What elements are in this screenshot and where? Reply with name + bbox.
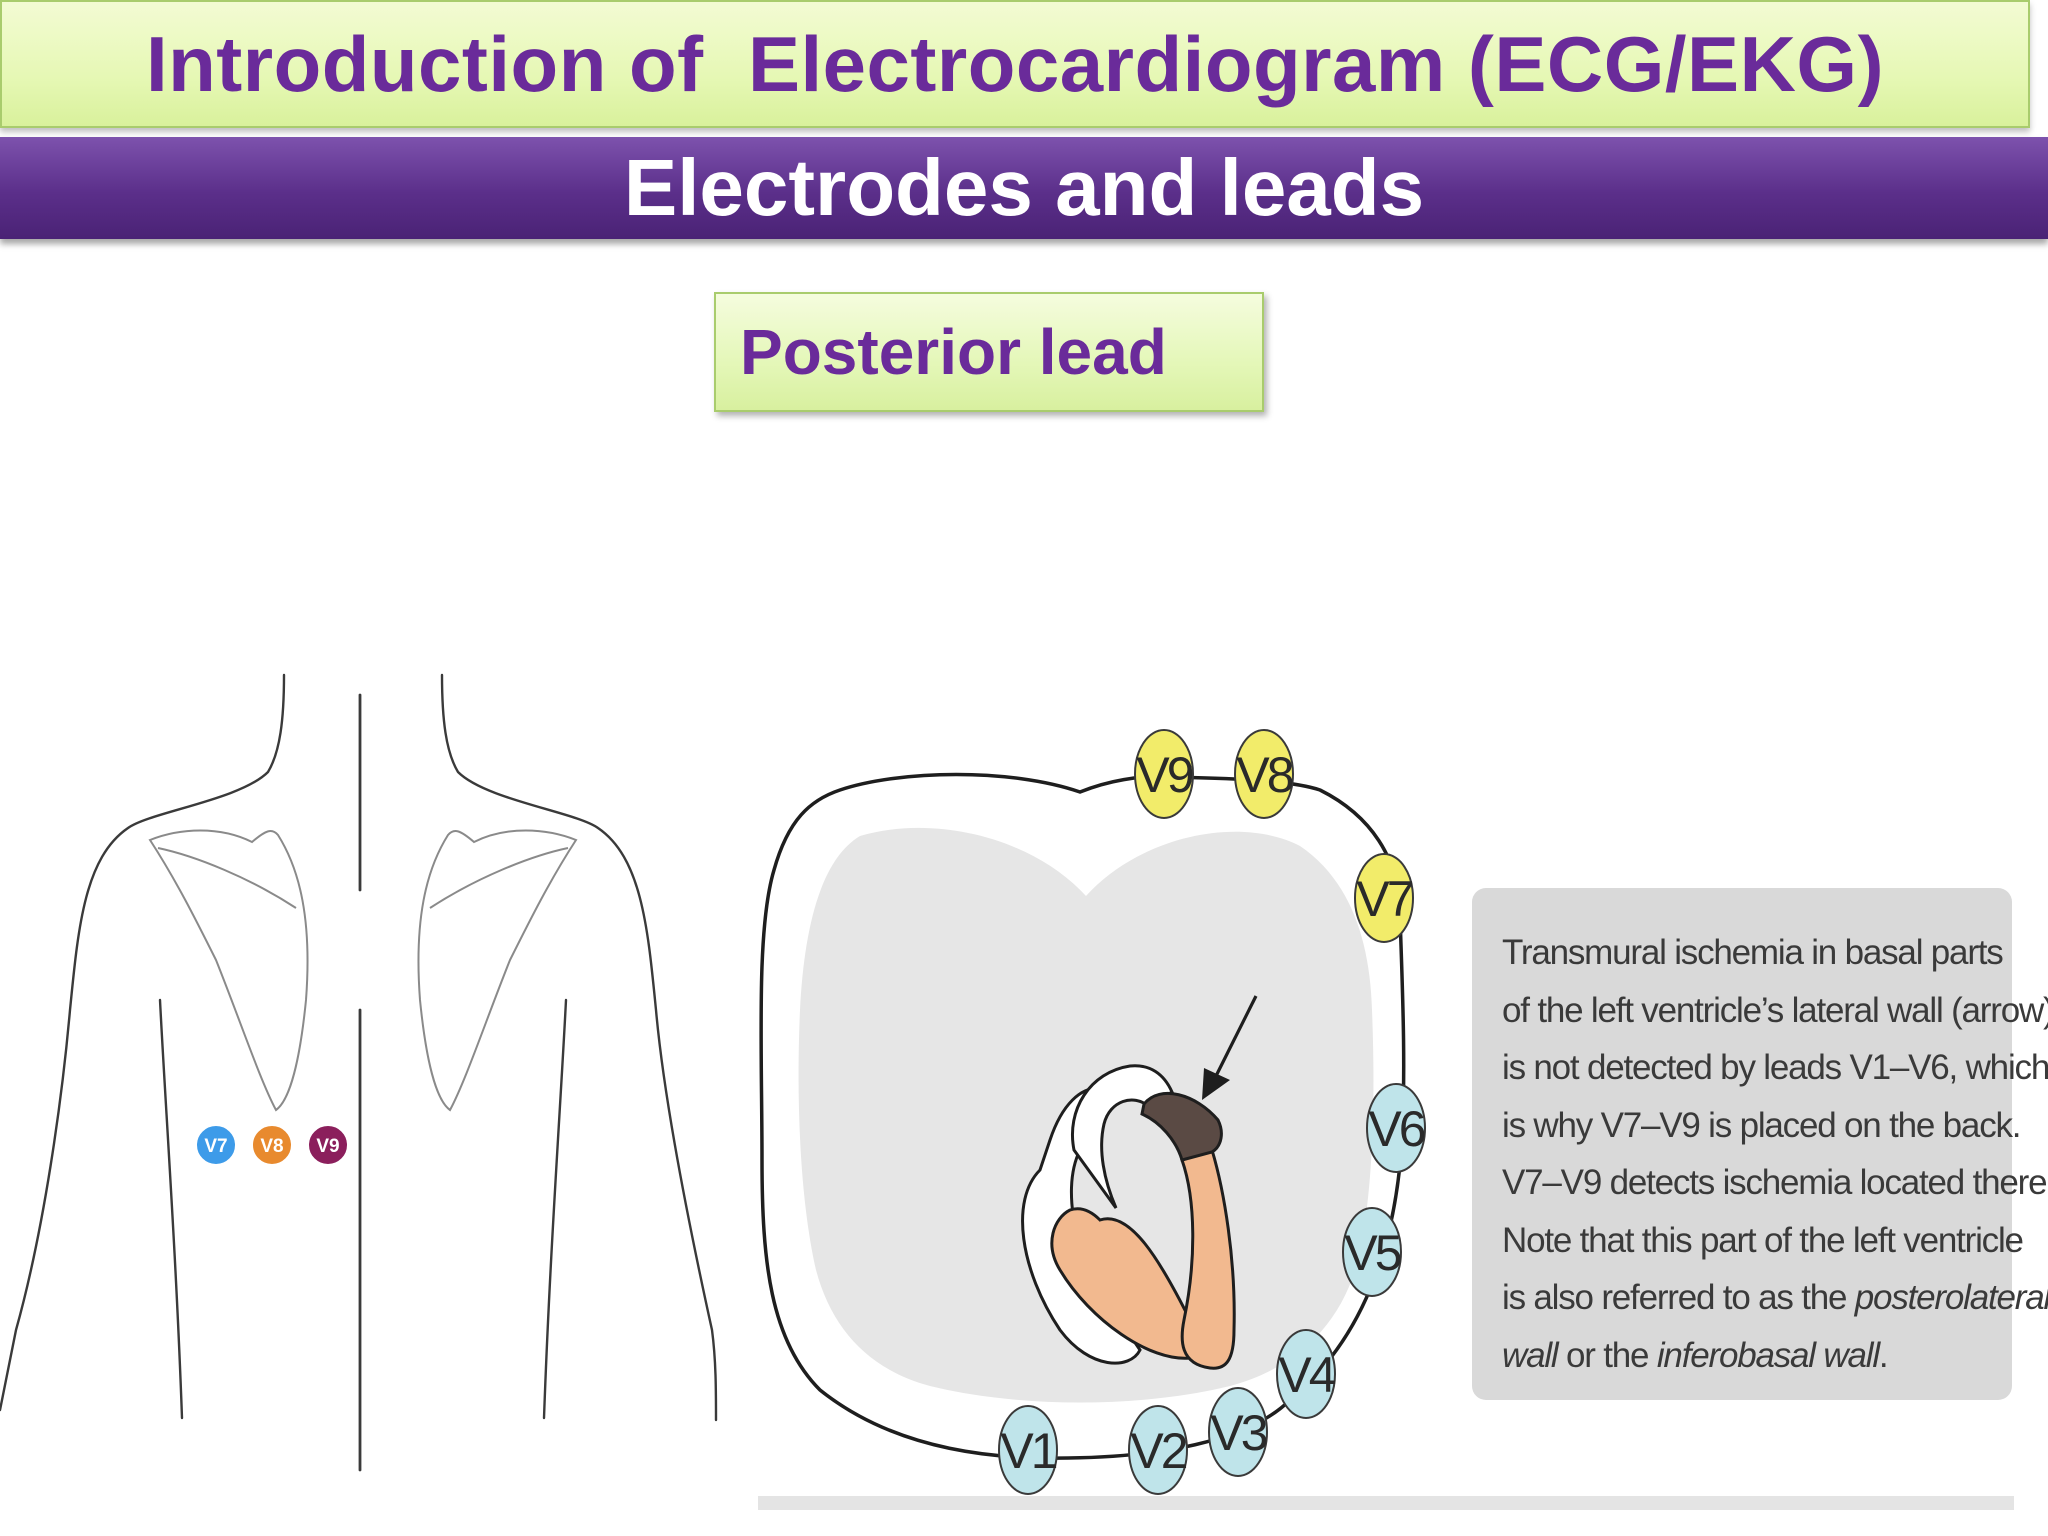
caption-line: wall or the inferobasal wall. [1502, 1327, 2002, 1385]
lead-marker [1342, 1207, 1402, 1297]
section-label: Posterior lead [740, 316, 1167, 388]
caption-fragment: or the [1557, 1335, 1657, 1375]
electrode-label: V7 [204, 1136, 227, 1157]
back-electrode-v9: V9 [307, 1124, 349, 1166]
chest-lead-v3: V3 [1208, 1387, 1270, 1477]
caption-line: of the left ventricle’s lateral wall (ar… [1502, 990, 2048, 1030]
caption-line: Transmural ischemia in basal parts [1502, 933, 2004, 972]
chest-lead-v5: V5 [1342, 1207, 1404, 1297]
chest-lead-v9: V9 [1134, 729, 1196, 819]
electrode-label: V9 [316, 1136, 339, 1157]
bottom-rule [758, 1496, 2014, 1510]
scapula-left [148, 829, 309, 1112]
slide-subtitle: Electrodes and leads [623, 143, 1425, 232]
lead-marker [1134, 729, 1194, 819]
caption-box: Transmural ischemia in basal parts of th… [1472, 888, 2048, 1400]
lead-marker [1276, 1329, 1336, 1419]
caption-line: V7–V9 detects ischemia located there. [1502, 1163, 2048, 1202]
lead-label: V3 [1210, 1405, 1266, 1461]
lead-marker [1366, 1083, 1426, 1173]
caption-line: is not detected by leads V1–V6, which [1502, 1048, 2048, 1087]
caption-line: Note that this part of the left ventricl… [1502, 1220, 2024, 1260]
caption-fragment: is also referred to as the [1502, 1278, 1855, 1317]
caption-text: Transmural ischemia in basal parts of th… [1502, 924, 2048, 1385]
chest-lead-v7: V7 [1354, 853, 1416, 943]
back-electrodes: V7 V8 V9 [195, 1124, 349, 1166]
subtitle-banner: Electrodes and leads [0, 137, 2048, 239]
back-electrode-v7: V7 [195, 1124, 237, 1166]
electrode-label: V8 [260, 1136, 283, 1157]
back-electrode-v8: V8 [251, 1124, 293, 1166]
caption-line: is why V7–V9 is placed on the back. [1502, 1105, 2022, 1145]
electrode-dot [251, 1124, 293, 1166]
lead-marker [1354, 853, 1414, 943]
lead-marker [998, 1405, 1058, 1495]
lead-label: V7 [1356, 871, 1412, 927]
lead-label: V4 [1278, 1347, 1335, 1403]
ischemia-arrow-icon [1202, 995, 1258, 1100]
chest-lead-v1: V1 [998, 1405, 1060, 1495]
lead-label: V8 [1236, 747, 1292, 803]
chest-lead-v8: V8 [1234, 729, 1296, 819]
heart-icon [1021, 1064, 1236, 1370]
slide-title: Introduction of Electrocardiogram (ECG/E… [145, 19, 1885, 108]
electrode-dot [195, 1124, 237, 1166]
scapula-right [417, 829, 578, 1112]
caption-emphasis: inferobasal wall [1656, 1335, 1880, 1375]
electrode-dot [307, 1124, 349, 1166]
chest-lead-v4: V4 [1276, 1329, 1339, 1419]
torso-back-outline [0, 673, 718, 1472]
caption-fragment: . [1878, 1335, 1889, 1375]
section-label-box: Posterior lead [714, 292, 1264, 412]
title-banner: Introduction of Electrocardiogram (ECG/E… [0, 0, 2030, 128]
lead-label: V6 [1368, 1101, 1424, 1157]
chest-lead-v6: V6 [1366, 1083, 1428, 1173]
caption-emphasis: wall [1502, 1335, 1559, 1375]
caption-emphasis: posterolateral [1854, 1278, 2048, 1317]
lead-marker [1128, 1405, 1188, 1495]
lead-marker [1234, 729, 1294, 819]
lead-label: V5 [1344, 1225, 1400, 1281]
lead-label: V2 [1130, 1423, 1186, 1479]
lead-label: V1 [1000, 1423, 1056, 1479]
chest-lead-v2: V2 [1128, 1405, 1190, 1495]
caption-line: is also referred to as the posterolatera… [1502, 1269, 2048, 1327]
lead-marker [1208, 1387, 1268, 1477]
lead-label: V9 [1136, 747, 1192, 803]
